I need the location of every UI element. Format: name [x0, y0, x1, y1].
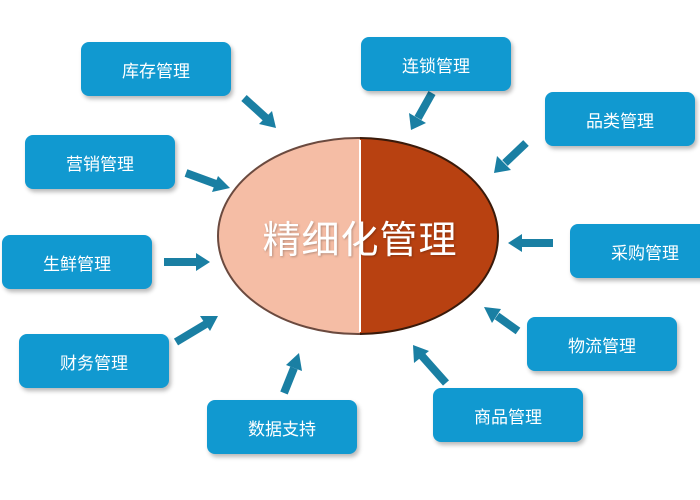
arrow-chain	[409, 91, 436, 130]
node-chain-management: 连锁管理	[361, 37, 511, 91]
node-fresh-management: 生鲜管理	[2, 235, 152, 289]
arrow-purchase	[508, 234, 553, 252]
arrow-data-support	[280, 353, 302, 395]
arrow-marketing	[184, 169, 230, 192]
arrow-logistics	[484, 307, 521, 335]
node-marketing-management: 营销管理	[25, 135, 175, 189]
arrow-fresh	[164, 253, 210, 271]
center-right-half	[360, 137, 499, 335]
node-logistics-management: 物流管理	[527, 317, 677, 371]
node-category-management: 品类管理	[545, 92, 695, 146]
arrow-product	[413, 345, 449, 386]
arrows	[164, 91, 553, 395]
arrow-category	[494, 140, 529, 173]
center-left-half	[217, 137, 360, 335]
arrow-inventory	[241, 95, 276, 128]
node-data-support: 数据支持	[207, 400, 357, 454]
node-finance-management: 财务管理	[19, 334, 169, 388]
center-title: 精细化管理	[262, 217, 458, 262]
node-purchase-management: 采购管理	[570, 224, 700, 278]
node-product-management: 商品管理	[433, 388, 583, 442]
node-inventory-management: 库存管理	[81, 42, 231, 96]
arrow-finance	[173, 316, 218, 346]
